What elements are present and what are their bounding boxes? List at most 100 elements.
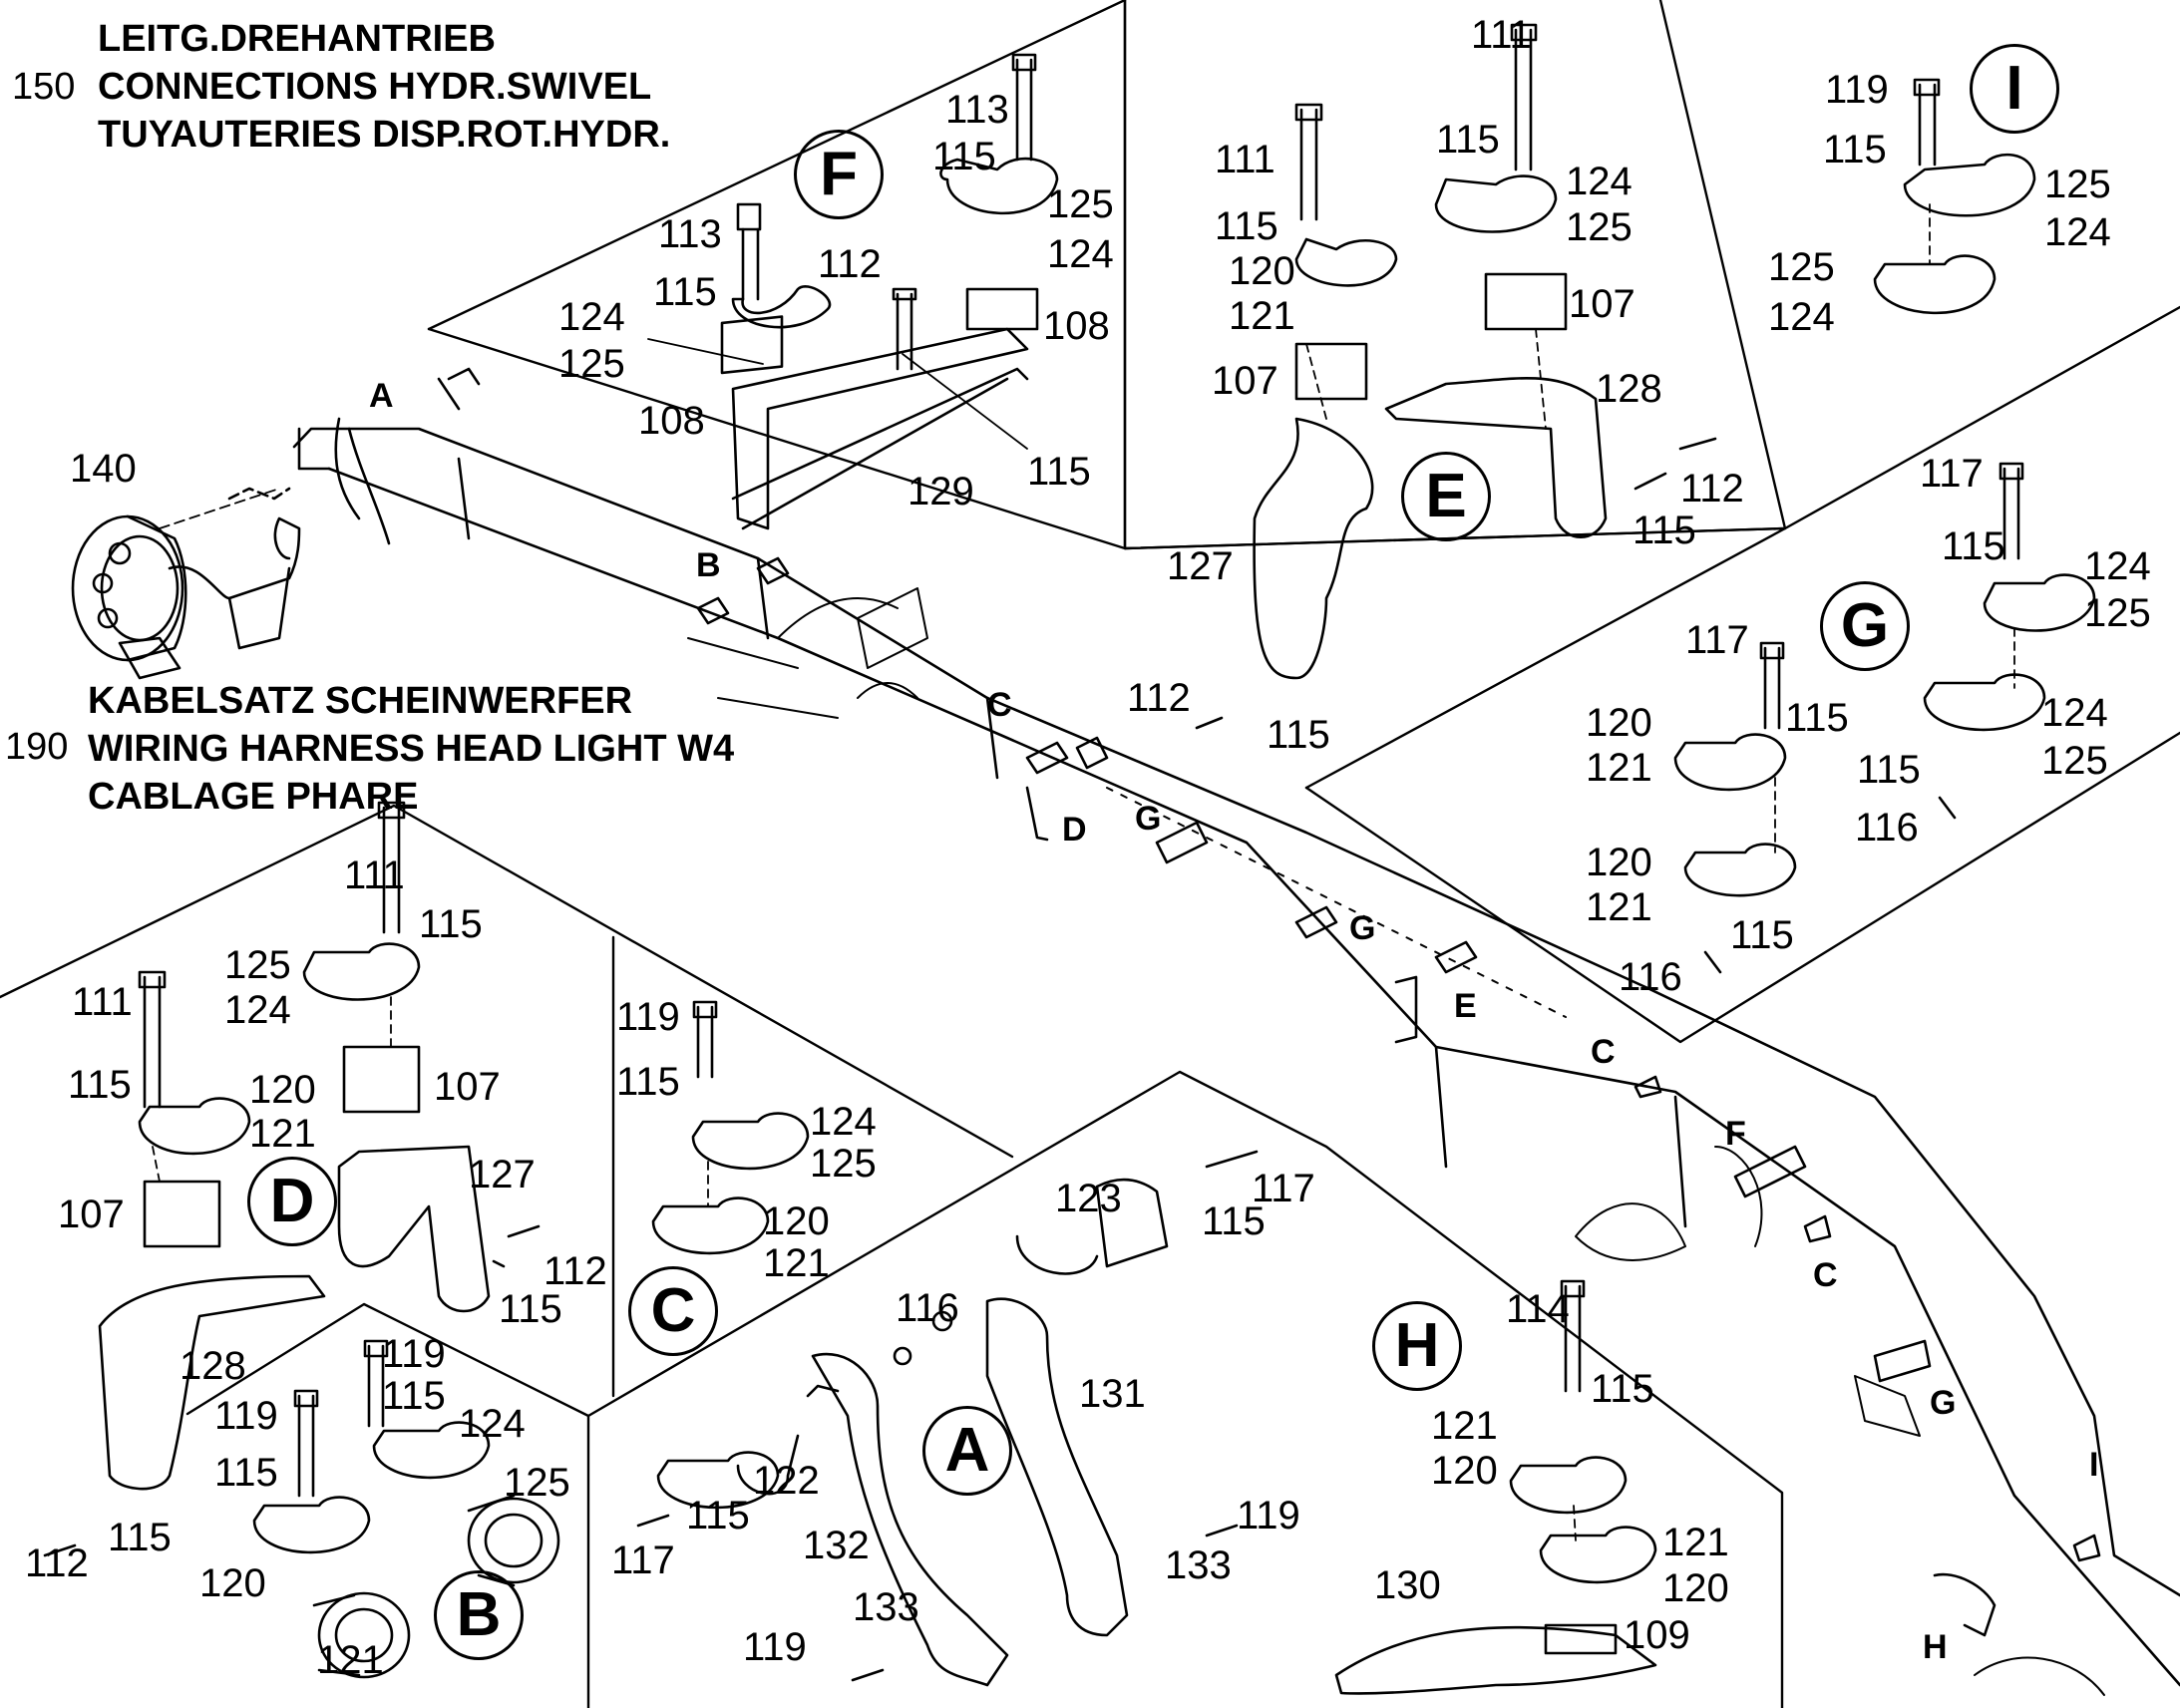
detail-circle-H: H bbox=[1372, 1301, 1462, 1391]
part-number: 119 bbox=[616, 995, 680, 1039]
detail-circle-C: C bbox=[628, 1266, 718, 1356]
part-number: 140 bbox=[70, 447, 137, 491]
part-number: 122 bbox=[753, 1459, 820, 1503]
part-number: 124 bbox=[1566, 160, 1633, 203]
detail-C-parts bbox=[651, 1000, 810, 1255]
boom-tag-C: C bbox=[987, 686, 1012, 724]
part-number: 125 bbox=[1768, 245, 1835, 289]
part-number: 115 bbox=[932, 135, 996, 178]
part-number: 115 bbox=[382, 1374, 446, 1418]
part-number: 116 bbox=[1855, 806, 1919, 850]
part-number: 120 bbox=[1662, 1566, 1729, 1610]
part-number: 108 bbox=[1043, 304, 1110, 348]
part-number: 121 bbox=[1662, 1521, 1729, 1564]
part-number: 127 bbox=[469, 1153, 536, 1196]
boom-tag-G: G bbox=[1349, 909, 1376, 947]
detail-G-parts bbox=[1673, 462, 2096, 974]
part-number: 107 bbox=[434, 1065, 501, 1109]
part-number: 124 bbox=[2041, 691, 2108, 735]
part-number: 124 bbox=[224, 988, 291, 1032]
part-number: 124 bbox=[1768, 295, 1835, 339]
part-number: 109 bbox=[1624, 1613, 1690, 1657]
part-number: 115 bbox=[1215, 204, 1278, 248]
part-number: 108 bbox=[638, 399, 705, 443]
part-number: 125 bbox=[504, 1461, 570, 1505]
part-number: 121 bbox=[317, 1638, 384, 1682]
part-number: 131 bbox=[1079, 1372, 1146, 1416]
part-number: 120 bbox=[1586, 841, 1652, 884]
part-number: 115 bbox=[214, 1451, 278, 1495]
part-number: 115 bbox=[499, 1287, 562, 1331]
part-number: 115 bbox=[1027, 450, 1091, 494]
part-number: 115 bbox=[68, 1063, 132, 1107]
boom-tag-I: I bbox=[2089, 1446, 2099, 1484]
part-number: 121 bbox=[1431, 1404, 1498, 1448]
part-number: 124 bbox=[810, 1100, 877, 1144]
part-number: 115 bbox=[686, 1494, 750, 1537]
part-number: 125 bbox=[1047, 182, 1114, 226]
part-number: 115 bbox=[1823, 128, 1887, 171]
part-number: 114 bbox=[1506, 1287, 1570, 1331]
part-number: 117 bbox=[1685, 618, 1749, 662]
part-number: 112 bbox=[1127, 676, 1191, 720]
part-number: 125 bbox=[224, 943, 291, 987]
part-number: 116 bbox=[1619, 955, 1682, 999]
part-number: 107 bbox=[1569, 282, 1635, 326]
part-number: 120 bbox=[1229, 249, 1295, 293]
part-number: 117 bbox=[1252, 1167, 1315, 1210]
boom-tag-B: B bbox=[696, 546, 721, 584]
detail-circle-G: G bbox=[1820, 581, 1910, 671]
part-number: 115 bbox=[1942, 524, 2005, 568]
part-number: 120 bbox=[249, 1068, 316, 1112]
part-number: 119 bbox=[382, 1332, 446, 1376]
part-number: 111 bbox=[1471, 13, 1532, 57]
part-number: 115 bbox=[653, 270, 717, 314]
part-number: 117 bbox=[611, 1538, 675, 1582]
detail-F-parts bbox=[720, 53, 1059, 530]
part-number: 119 bbox=[1237, 1494, 1300, 1537]
part-number: 127 bbox=[1167, 544, 1234, 588]
part-number: 119 bbox=[1825, 68, 1889, 112]
detail-D-parts bbox=[43, 801, 541, 1557]
part-number: 120 bbox=[763, 1199, 830, 1243]
part-number: 115 bbox=[419, 902, 483, 946]
boom-tag-C: C bbox=[1591, 1033, 1616, 1071]
part-number: 125 bbox=[558, 342, 625, 386]
part-number: 113 bbox=[658, 212, 722, 256]
part-number: 120 bbox=[1431, 1449, 1498, 1493]
part-number: 121 bbox=[1586, 746, 1652, 790]
part-number: 113 bbox=[945, 88, 1009, 132]
part-number: 133 bbox=[853, 1585, 919, 1629]
part-number: 120 bbox=[1586, 701, 1652, 745]
part-number: 107 bbox=[1212, 359, 1278, 403]
part-number: 125 bbox=[1566, 205, 1633, 249]
detail-circle-F: F bbox=[794, 130, 884, 219]
part-number: 121 bbox=[763, 1241, 830, 1285]
part-number: 115 bbox=[1436, 118, 1500, 162]
boom-tag-H: H bbox=[1923, 1628, 1948, 1666]
part-number: 116 bbox=[896, 1286, 959, 1330]
part-number: 125 bbox=[810, 1142, 877, 1186]
title-line: CABLAGE PHARE bbox=[88, 776, 419, 818]
boom-tag-F: F bbox=[1725, 1115, 1746, 1153]
part-number: 125 bbox=[2044, 163, 2111, 206]
boom-tag-C: C bbox=[1813, 1256, 1838, 1294]
part-number: 124 bbox=[1047, 232, 1114, 276]
boom-structure bbox=[292, 367, 2180, 1696]
part-number: 119 bbox=[214, 1394, 278, 1438]
detail-A-parts bbox=[636, 1150, 1259, 1687]
part-number: 112 bbox=[818, 242, 882, 286]
part-number: 115 bbox=[1730, 913, 1794, 957]
boom-tag-G: G bbox=[1930, 1384, 1957, 1422]
title-line: KABELSATZ SCHEINWERFER bbox=[88, 680, 633, 722]
title-line: TUYAUTERIES DISP.ROT.HYDR. bbox=[98, 114, 671, 156]
part-number: 115 bbox=[1785, 696, 1849, 740]
part-number: 111 bbox=[344, 854, 405, 897]
part-number: 112 bbox=[25, 1541, 89, 1585]
detail-circle-A: A bbox=[922, 1406, 1012, 1496]
detail-H-parts bbox=[1334, 1279, 1657, 1695]
detail-circle-D: D bbox=[247, 1157, 337, 1246]
detail-circle-B: B bbox=[434, 1570, 524, 1660]
part-number: 133 bbox=[1165, 1543, 1232, 1587]
part-number: 115 bbox=[616, 1060, 680, 1104]
